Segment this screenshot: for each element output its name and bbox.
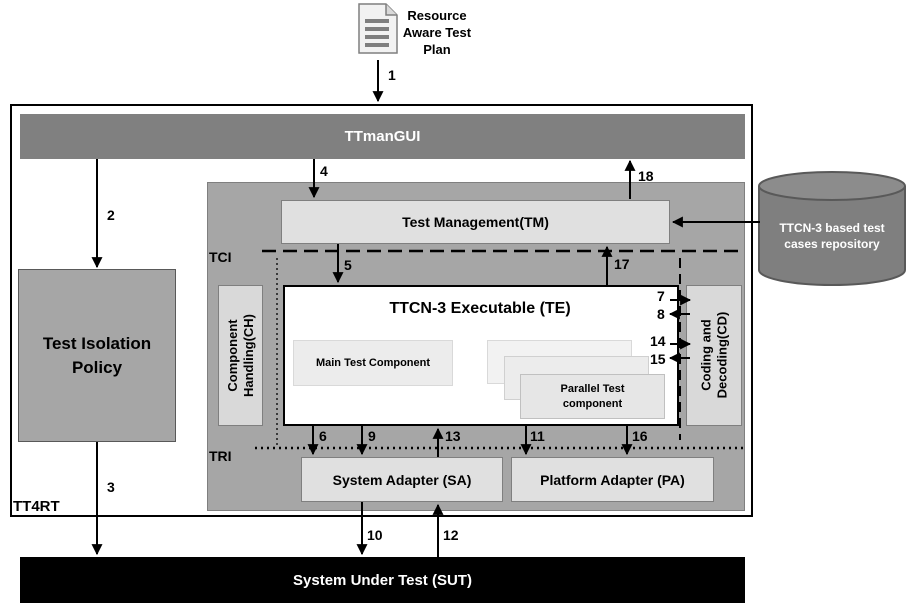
flow-label-5: 5 [344,257,352,273]
main-test-component: Main Test Component [293,340,453,386]
flow-label-9: 9 [368,428,376,444]
flow-label-7: 7 [657,288,665,304]
flow-label-12: 12 [443,527,459,543]
flow-label-3: 3 [107,479,115,495]
repository-label: TTCN-3 based test cases repository [779,221,885,251]
tri-label: TRI [209,448,232,464]
flow-label-17: 17 [614,256,630,272]
te-title: TTCN-3 Executable (TE) [389,300,571,317]
flow-label-16: 16 [632,428,648,444]
document-icon [358,3,398,54]
flow-label-1: 1 [388,67,396,83]
sut-bar: System Under Test (SUT) [20,557,745,603]
flow-label-2: 2 [107,207,115,223]
tt4rt-label: TT4RT [13,498,60,515]
platform-adapter-box: Platform Adapter (PA) [511,457,714,502]
component-handling-label: Component Handling(CH) [224,313,256,398]
flow-label-8: 8 [657,306,665,322]
flow-label-13: 13 [445,428,461,444]
tci-label: TCI [209,249,232,265]
flow-label-11: 11 [530,428,545,444]
isolation-policy-box: Test Isolation Policy [18,269,176,442]
coding-decoding-box [686,285,742,426]
flow-label-15: 15 [650,351,666,367]
system-adapter-box: System Adapter (SA) [301,457,503,502]
tt4rt-frame [10,104,753,517]
repository-cylinder [757,170,907,288]
document-title: Resource Aware Test Plan [402,7,472,57]
parallel-test-component: Parallel Test component [520,374,665,419]
flow-label-6: 6 [319,428,327,444]
coding-decoding-label: Coding and Decoding(CD) [698,311,730,399]
component-handling-box [218,285,263,426]
test-management-box: Test Management(TM) [281,200,670,244]
flow-label-10: 10 [367,527,383,543]
flow-label-14: 14 [650,333,666,349]
flow-label-4: 4 [320,163,328,179]
ttmangui-bar: TTmanGUI [20,114,745,159]
flow-label-18: 18 [638,168,654,184]
